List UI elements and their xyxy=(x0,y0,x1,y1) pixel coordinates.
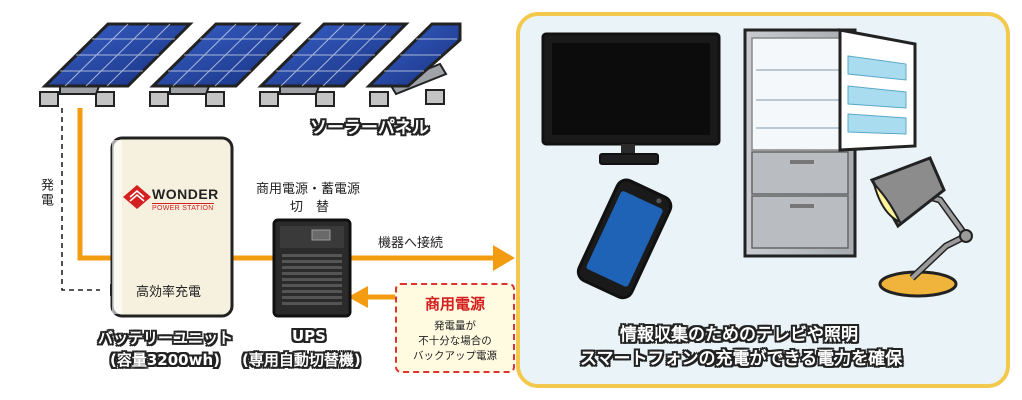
switch-label-line2: 切 替 xyxy=(290,196,329,215)
panel-caption-line1: 情報収集のためのテレビや照明 xyxy=(620,320,858,345)
solar-panel-icon xyxy=(40,24,460,106)
battery-capacity: (容量3200wh) xyxy=(110,349,220,370)
brand-logo: WONDER POWER STATION xyxy=(120,186,225,216)
brand-name: WONDER xyxy=(152,186,219,202)
power-line-panel xyxy=(80,108,112,258)
charging-label: 高効率充電 xyxy=(136,281,201,300)
to-devices-arrowhead xyxy=(493,245,515,271)
ups-description: (専用自動切替機) xyxy=(242,349,361,370)
grid-power-desc-line3: バックアップ電源 xyxy=(397,349,513,364)
grid-power-desc-line1: 発電量が xyxy=(397,319,513,334)
solar-panel-label: ソーラーパネル xyxy=(310,113,429,138)
grid-power-desc-line2: 不十分な場合の xyxy=(397,334,513,349)
ups-name: UPS xyxy=(292,327,326,345)
switch-label-line1: 商用電源・蓄電源 xyxy=(256,178,360,197)
to-devices-label: 機器へ接続 xyxy=(378,232,443,251)
generation-label: 発電 xyxy=(36,178,55,208)
battery-name: バッテリーユニット xyxy=(98,327,233,348)
ups-icon xyxy=(274,220,350,316)
grid-power-title: 商用電源 xyxy=(397,293,513,314)
panel-caption-line2: スマートフォンの充電ができる電力を確保 xyxy=(580,344,902,369)
tv-icon xyxy=(543,34,719,164)
brand-subtitle: POWER STATION xyxy=(152,203,214,212)
grid-power-box: 商用電源 発電量が 不十分な場合の バックアップ電源 xyxy=(395,283,515,373)
grid-power-description: 発電量が 不十分な場合の バックアップ電源 xyxy=(397,319,513,364)
